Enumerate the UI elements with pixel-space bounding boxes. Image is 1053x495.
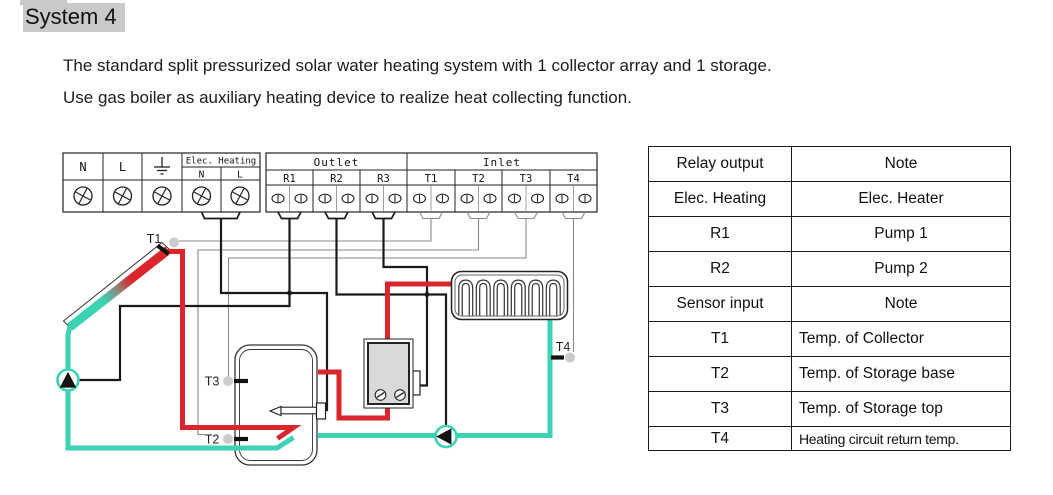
wire-r3-boiler (382, 218, 429, 387)
terminal-label-r1: R1 (283, 173, 296, 185)
wire-sensor-t2 (197, 218, 480, 436)
terminal-label-t3: T3 (520, 173, 533, 185)
ground-icon (154, 157, 170, 175)
pipe-solar-cold (65, 325, 295, 451)
table-cell: Heating circuit return temp. (791, 426, 1011, 451)
table-cell: Pump 1 (791, 216, 1011, 252)
terminal-label-t1: T1 (425, 173, 438, 185)
table-row: Sensor input Note (648, 286, 1011, 322)
gas-boiler (363, 338, 421, 409)
table-cell: Temp. of Storage top (791, 391, 1011, 427)
table-cell: Relay output (648, 146, 792, 182)
solar-collector (62, 241, 171, 331)
wire-r1-pump1 (79, 218, 291, 382)
terminal-label-l: L (119, 160, 126, 174)
table-row: R2 Pump 2 (648, 251, 1011, 287)
terminal-label-outlet: Outlet (314, 156, 360, 169)
table-cell: Sensor input (648, 286, 792, 322)
table-row: T3 Temp. of Storage top (648, 391, 1011, 427)
terminal-label-r3: R3 (377, 173, 390, 185)
wire-sensor-t3 (227, 218, 527, 376)
wire-junction (424, 292, 430, 297)
sensor-t1-dot (169, 237, 179, 248)
description-line-1: The standard split pressurized solar wat… (63, 56, 772, 75)
terminal-label-t4: T4 (567, 173, 580, 185)
sensor-t3-label: T3 (205, 375, 220, 389)
table-row: Relay output Note (648, 146, 1011, 182)
table-cell: Temp. of Storage base (791, 356, 1011, 392)
table-cell: Elec. Heater (791, 181, 1011, 217)
highlight-artifact (20, 0, 67, 5)
wiring-diagram: N L Elec. Heating N L Outlet Inlet R1 R2… (56, 152, 598, 466)
pipe-boiler-to-radiator (385, 281, 453, 345)
table-row: T4 Heating circuit return temp. (648, 426, 1011, 451)
table-cell: Temp. of Collector (791, 321, 1011, 357)
table-row: R1 Pump 1 (648, 216, 1011, 252)
table-cell: R1 (648, 216, 792, 252)
table-cell: T3 (648, 391, 792, 427)
pipe-tank-to-boiler (318, 369, 390, 421)
storage-tank (234, 344, 318, 466)
sensor-t2-dot (223, 434, 233, 444)
solar-pump-1 (56, 368, 80, 392)
boiler-connector-tab (412, 370, 421, 396)
boiler-screw (374, 389, 387, 401)
terminal-label-elec-heating: Elec. Heating (186, 157, 256, 167)
terminal-label-elec-l: L (237, 170, 243, 181)
sensor-t3: T3 (205, 375, 248, 389)
terminal-label-n: N (79, 160, 86, 174)
sensor-t2-label: T2 (205, 433, 220, 447)
table-cell: Note (791, 146, 1011, 182)
table-cell: R2 (648, 251, 792, 287)
sensor-t4-label: T4 (556, 340, 571, 354)
io-reference-table: Relay output Note Elec. Heating Elec. He… (648, 146, 1011, 451)
table-cell: T1 (648, 321, 792, 357)
pipe-heating-return (318, 318, 553, 438)
boiler-screw (394, 389, 406, 401)
table-row: Elec. Heating Elec. Heater (648, 181, 1011, 217)
sensor-t4: T4 (551, 340, 575, 363)
terminal-label-r2: R2 (330, 173, 343, 185)
sensor-t1-label: T1 (147, 232, 162, 246)
sensor-t3-dot (223, 376, 233, 386)
pump-up-arrow (59, 371, 77, 388)
relay-brackets (200, 211, 396, 220)
sensor-t1: T1 (147, 232, 179, 256)
terminal-label-elec-n: N (199, 170, 205, 181)
pump-left-arrow (436, 428, 452, 445)
table-cell: T2 (648, 356, 792, 392)
table-cell: Note (791, 286, 1011, 322)
page-title: System 4 (23, 3, 125, 32)
wire-r2-pump2 (335, 218, 448, 426)
wire-junction (287, 290, 292, 296)
radiator (450, 270, 569, 321)
table-cell: Pump 2 (791, 251, 1011, 287)
pipe-solar-hot (164, 249, 302, 441)
terminal-label-t2: T2 (472, 173, 485, 185)
table-cell: Elec. Heating (648, 181, 792, 217)
sensor-t4-dot (565, 352, 575, 363)
table-row: T1 Temp. of Collector (648, 321, 1011, 357)
terminal-block: N L Elec. Heating N L Outlet Inlet R1 R2… (62, 152, 598, 220)
wire-elec-heating (219, 218, 329, 412)
table-cell: T4 (648, 426, 792, 451)
heating-pump-2 (434, 424, 458, 449)
sensor-t2: T2 (205, 433, 248, 447)
description-line-2: Use gas boiler as auxiliary heating devi… (63, 88, 632, 107)
sensor-brackets (419, 211, 586, 220)
wire-sensor-t1 (179, 218, 432, 242)
electric-heater-rod (268, 402, 327, 420)
table-row: T2 Temp. of Storage base (648, 356, 1011, 392)
terminal-label-inlet: Inlet (483, 156, 521, 169)
